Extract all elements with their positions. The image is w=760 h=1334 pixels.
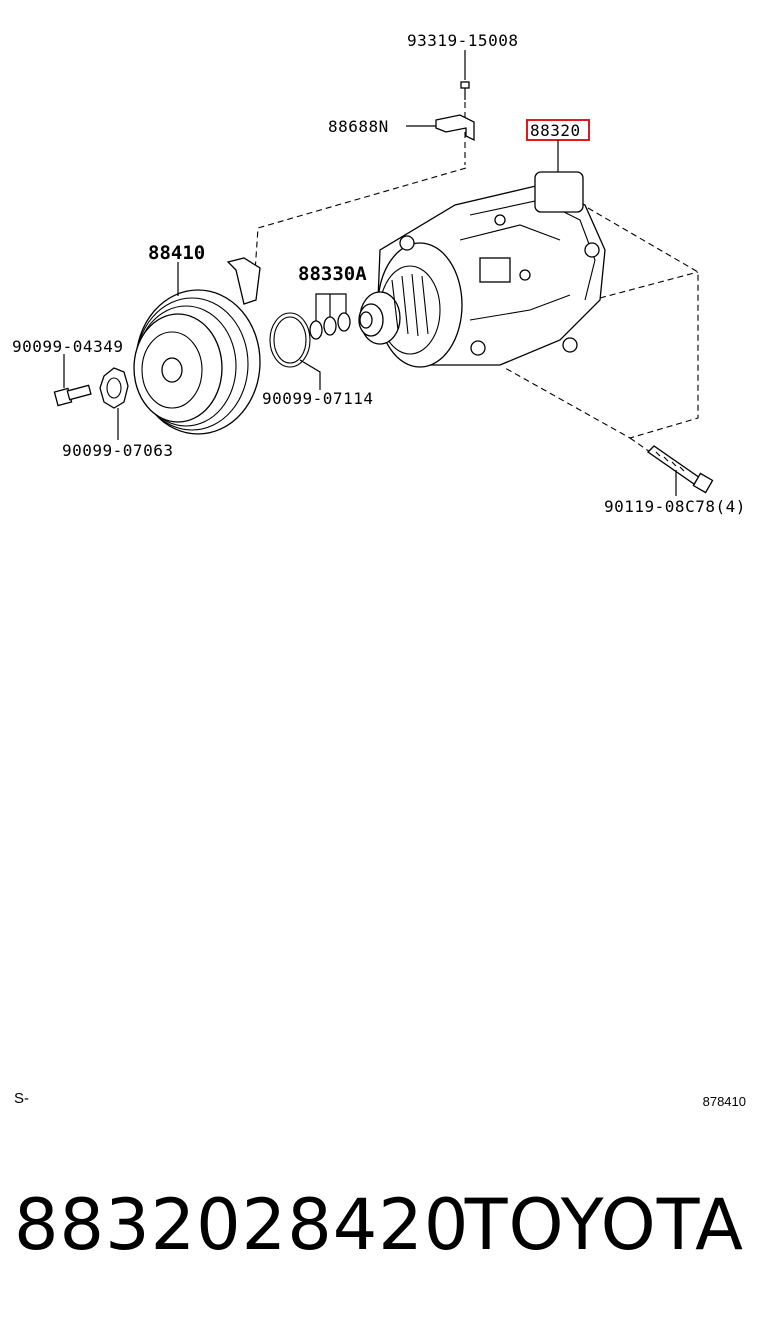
clutch-88410[interactable] [133,257,261,435]
label-washer[interactable]: 90099-07063 [62,441,173,460]
shim-set-88330a[interactable] [309,293,351,340]
label-screw-top[interactable]: 93319-15008 [407,31,518,50]
label-bracket[interactable]: 88688N [328,117,389,136]
part-number: 8832028420 [14,1184,470,1266]
section-code: S- [14,1090,29,1107]
washer[interactable] [99,367,129,440]
label-bolt-left[interactable]: 90099-04349 [12,337,123,356]
parts-diagram: 93319-15008 88688N 88320 [12,31,746,516]
compressor-88320[interactable] [358,171,606,368]
screw-top[interactable] [460,50,470,165]
bracket-88688n[interactable] [406,114,475,142]
snap-ring[interactable] [269,312,321,390]
label-shim-set[interactable]: 88330A [298,263,367,285]
label-compressor[interactable]: 88320 [530,121,581,140]
label-bolt-right[interactable]: 90119-08C78(4) [604,497,746,516]
illustration-id: 878410 [702,1094,746,1109]
label-snap-ring[interactable]: 90099-07114 [262,389,373,408]
bolt-right[interactable] [646,445,714,496]
bolt-left[interactable] [53,354,92,407]
brand-name: TOYOTA [464,1184,744,1266]
label-clutch[interactable]: 88410 [148,242,205,264]
